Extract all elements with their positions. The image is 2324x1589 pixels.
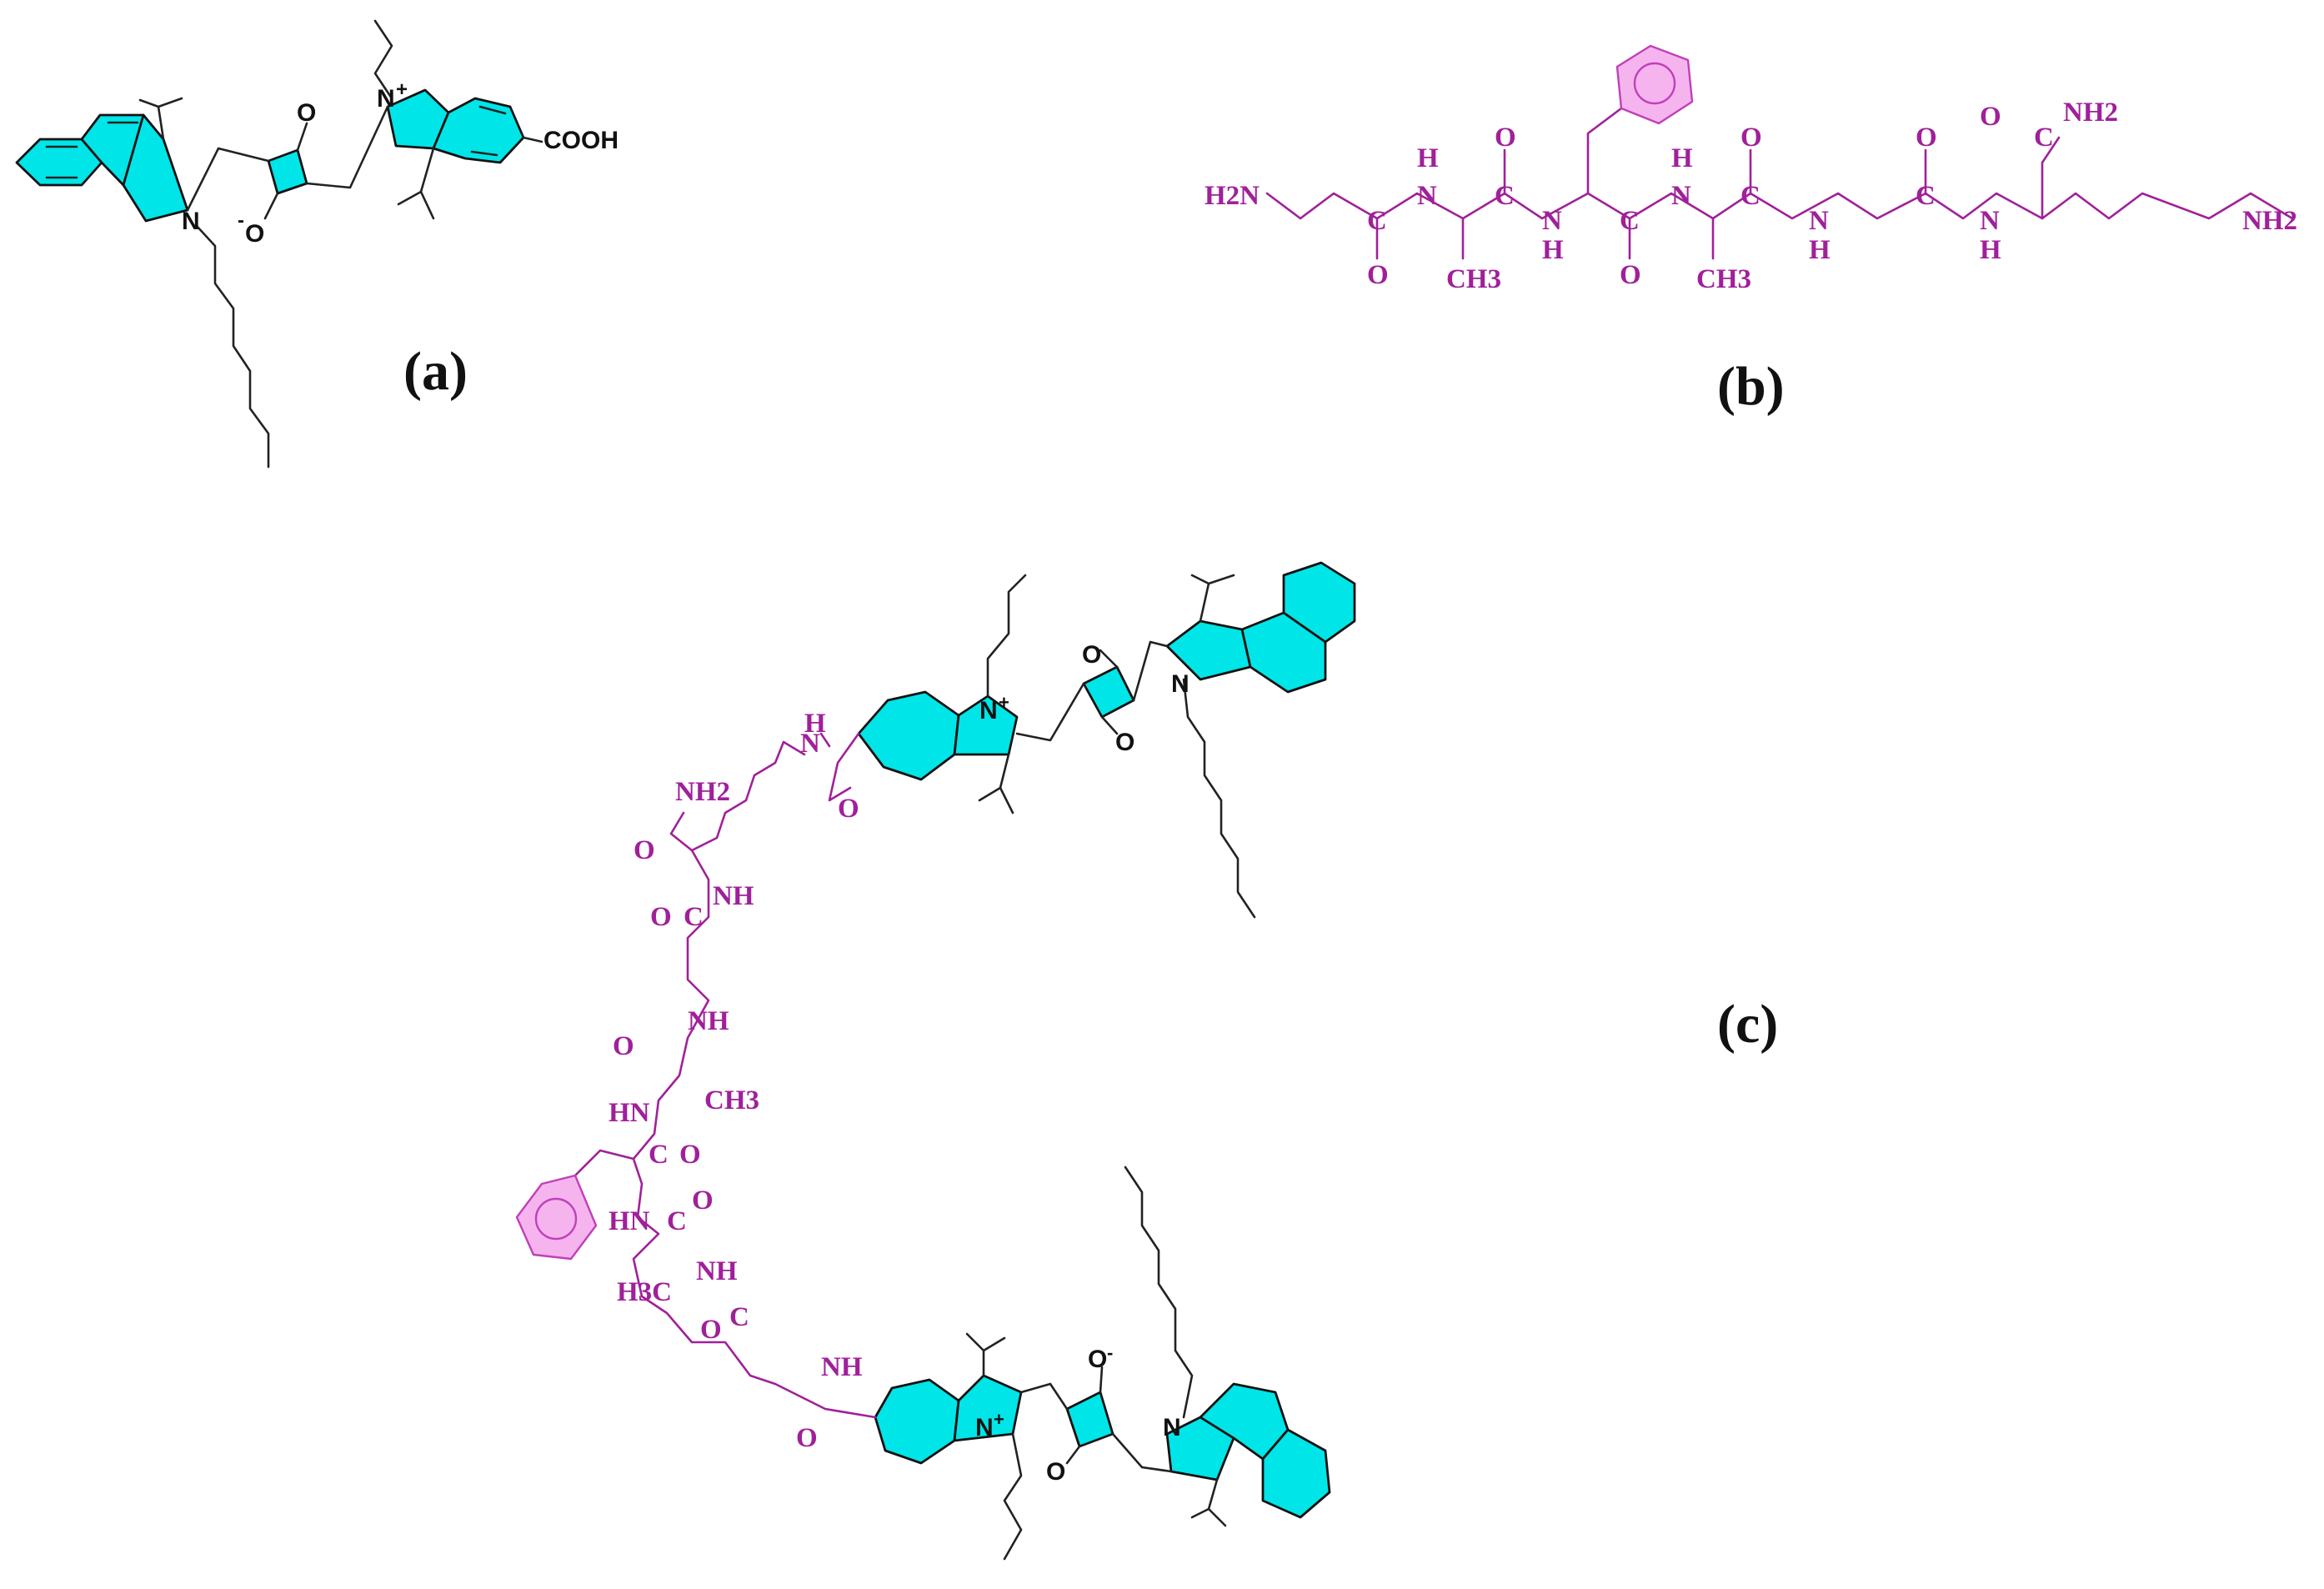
atom-O-c6: O — [700, 1315, 722, 1345]
atom-NH-c3: NH — [696, 1256, 738, 1286]
phenyl-ring-b — [1615, 44, 1694, 125]
atom-charge-lower-oxide: - — [1107, 1342, 1113, 1363]
atom-H-b1: H — [1417, 143, 1439, 173]
atom-O-b2: O — [1495, 123, 1516, 153]
indoline-ring-a-left — [122, 113, 189, 223]
atom-NH-c2: NH — [688, 1006, 729, 1036]
atom-O-c1: O — [634, 835, 655, 865]
panel-a-dye-structure: O O - N + N COOH (a) — [15, 19, 619, 469]
atom-H-b3: H — [1671, 143, 1693, 173]
lower-dye-unit: O - O N + N — [874, 1165, 1331, 1561]
atom-O-b4: O — [1740, 123, 1762, 153]
atom-C-b4: C — [1740, 181, 1761, 211]
atom-CH3-b1: CH3 — [1446, 264, 1501, 294]
atom-C-c6: C — [729, 1302, 749, 1332]
atom-N-c-top: N — [800, 729, 820, 759]
naphthalene-ring-c-lower-2 — [1261, 1428, 1331, 1519]
atom-O-c3: O — [613, 1031, 634, 1061]
atom-C-c2: C — [684, 902, 704, 932]
atom-O-b1: O — [1367, 260, 1389, 290]
atom-N-b3: N — [1671, 181, 1691, 211]
atom-O-upper-oxide: O — [1115, 729, 1134, 756]
panel-label-c: (c) — [1717, 994, 1778, 1055]
squaraine-core-a — [267, 148, 308, 195]
atom-O-c4: O — [679, 1140, 701, 1170]
atom-C-b6: C — [2034, 123, 2054, 153]
atom-N-indolium-a: N — [377, 85, 395, 113]
indolium-ring-c-upper — [953, 694, 1019, 756]
atom-charge-upper-indolium: + — [999, 692, 1009, 713]
atom-C-b3: C — [1620, 206, 1640, 236]
atom-O-b6: O — [1980, 102, 2001, 132]
atom-CH3-b2: CH3 — [1696, 264, 1751, 294]
panel-b-peptide-structure: H2N C O H N CH3 O C N H C O H N CH3 O C … — [1205, 44, 2297, 417]
atom-O-c5: O — [692, 1185, 714, 1216]
atom-CH3-c1: CH3 — [704, 1085, 759, 1115]
atom-O-b3: O — [1620, 260, 1641, 290]
atom-H3C-c: H3C — [617, 1277, 672, 1307]
atom-charge-lower-indolium: + — [994, 1409, 1004, 1430]
atom-O-oxide-a: O — [245, 220, 264, 248]
squaraine-core-c-lower — [1065, 1391, 1114, 1448]
atom-O-lower-oxide: O — [1088, 1346, 1107, 1373]
atom-C-c4: C — [649, 1140, 669, 1170]
atom-C-b5: C — [1916, 181, 1936, 211]
indolium-ring-c-lower — [953, 1374, 1023, 1442]
atom-O-c2: O — [650, 902, 672, 932]
atom-H-b5: H — [1980, 235, 2001, 265]
atom-N-upper-indolium: N — [979, 697, 998, 724]
atom-NH-c4: NH — [821, 1352, 863, 1382]
atom-N-upper-benz: N — [1171, 670, 1190, 698]
panel-c-conjugate-structure: N + O O N O - O N — [515, 561, 1778, 1561]
peptide-linker-c: H N O NH2 O NH O C NH O CH3 HN O C HN O … — [515, 709, 877, 1453]
atom-N-b2: N — [1542, 206, 1562, 236]
atom-charge-oxide-a: - — [238, 209, 244, 232]
atom-O-c7: O — [796, 1423, 818, 1453]
atom-N-lower-indolium: N — [975, 1414, 994, 1441]
panel-label-a: (a) — [403, 341, 468, 402]
atom-O-b5: O — [1916, 123, 1937, 153]
indoline-ring-c-lower — [1165, 1416, 1235, 1481]
benzo-ring-c-lower — [874, 1378, 960, 1465]
atom-C-b2: C — [1495, 181, 1515, 211]
benzo-ring-a-right — [432, 97, 525, 164]
atom-H-b4: H — [1809, 235, 1831, 265]
upper-dye-unit: N + O O N — [857, 561, 1356, 919]
atom-O-upper-carbonyl: O — [1082, 641, 1101, 669]
atom-O-c-amide1: O — [838, 794, 859, 824]
atom-O-carbonyl-a: O — [297, 99, 316, 127]
atom-N-b5: N — [1980, 206, 2000, 236]
atom-COOH-a: COOH — [543, 127, 619, 154]
squaraine-core-c-upper — [1082, 665, 1135, 719]
panel-label-b: (b) — [1717, 356, 1785, 417]
atom-HN-c2: HN — [609, 1206, 650, 1236]
atom-H2N-b: H2N — [1205, 181, 1260, 211]
atom-C-b1: C — [1367, 206, 1387, 236]
atom-O-lower-carbonyl: O — [1046, 1458, 1065, 1486]
atom-N-b1: N — [1417, 181, 1437, 211]
atom-N-benz-a: N — [182, 208, 200, 235]
atom-NH2-end-b: NH2 — [2242, 206, 2297, 236]
atom-N-b4: N — [1809, 206, 1829, 236]
atom-N-lower-benz: N — [1163, 1414, 1181, 1441]
atom-NH2-amide-b: NH2 — [2063, 98, 2118, 128]
phenyl-ring-c — [515, 1174, 598, 1261]
atom-C-c5: C — [667, 1206, 687, 1236]
atom-H-b2: H — [1542, 235, 1564, 265]
atom-NH-c1: NH — [713, 881, 754, 911]
atom-HN-c1: HN — [609, 1098, 650, 1128]
benzo-ring-c-upper — [857, 690, 960, 781]
naphthalene-ring-c-upper-2 — [1282, 561, 1356, 644]
atom-NH2-c: NH2 — [675, 777, 730, 807]
atom-charge-indolium-a: + — [396, 78, 408, 101]
atom-NH-c-top: H — [804, 709, 826, 739]
